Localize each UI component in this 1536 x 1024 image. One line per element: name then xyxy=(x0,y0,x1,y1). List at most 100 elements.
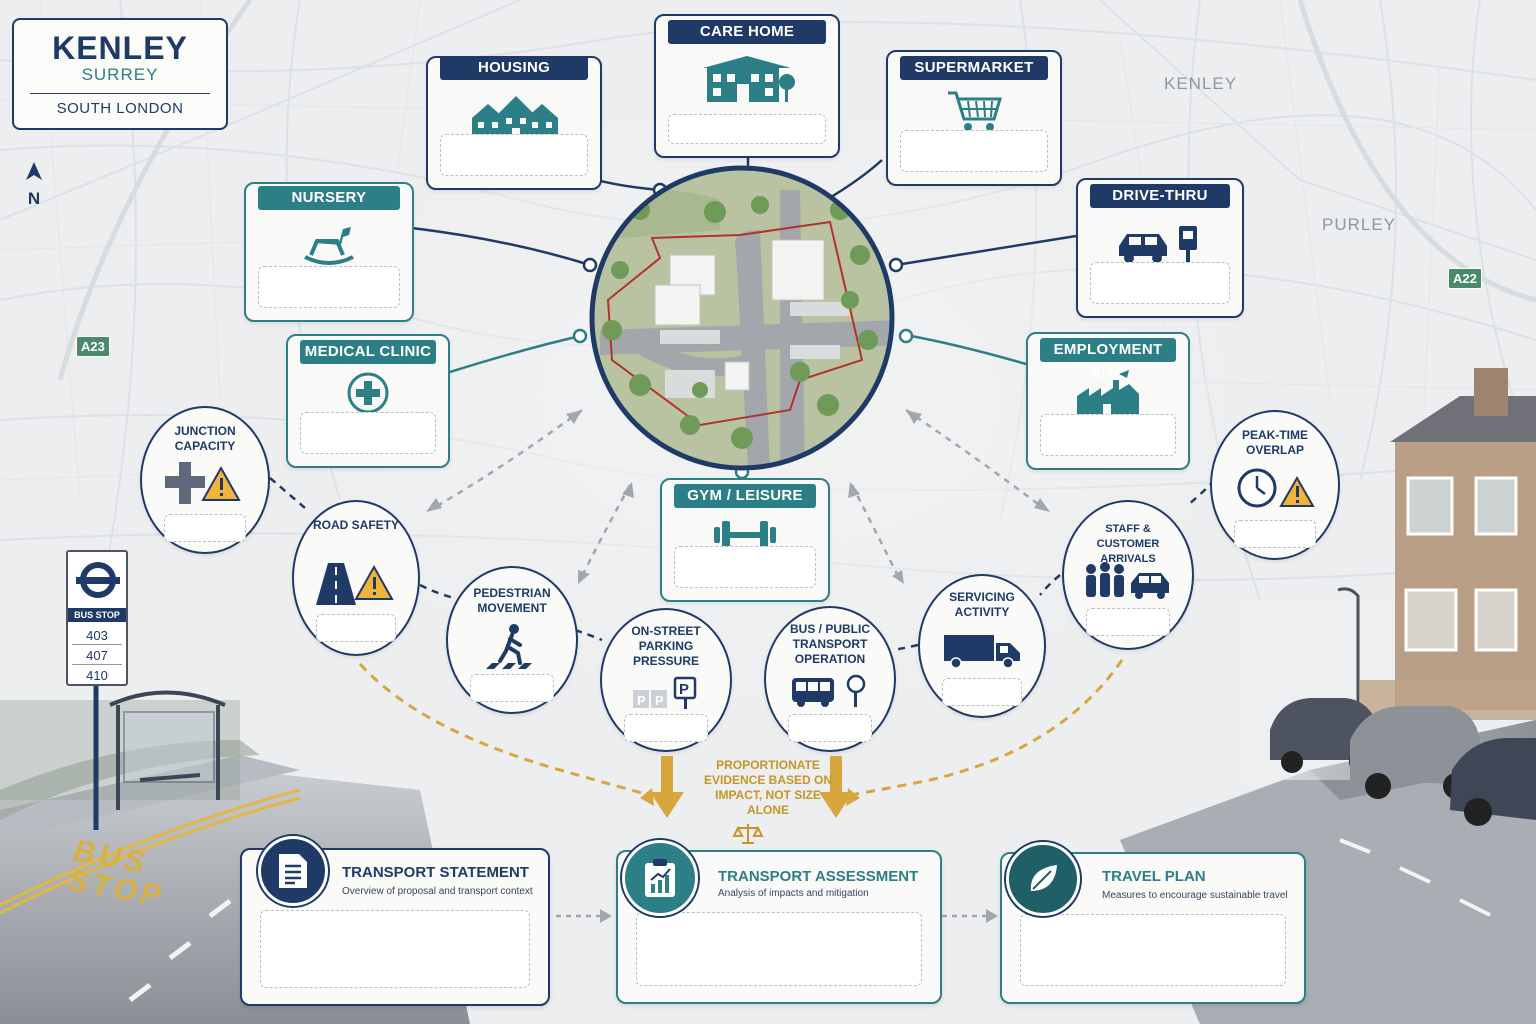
card-employment-site-label: EMPLOYMENT SITE xyxy=(1040,338,1176,382)
north-arrow-icon xyxy=(26,162,42,180)
impact-peak-time-overlap-label: PEAK-TIME OVERLAP xyxy=(1242,428,1308,457)
card-housing[interactable]: HOUSING xyxy=(426,56,602,190)
card-gym-leisure[interactable]: GYM / LEISURE xyxy=(660,478,830,602)
svg-text:P: P xyxy=(679,681,689,698)
svg-text:P: P xyxy=(655,693,664,708)
card-gym-leisure-input[interactable] xyxy=(674,546,816,588)
title-divider xyxy=(30,93,210,94)
proportionate-evidence-note: PROPORTIONATE EVIDENCE BASED ON IMPACT, … xyxy=(703,758,833,817)
card-medical-clinic-label: MEDICAL CLINIC xyxy=(300,340,436,364)
impact-bus-transport[interactable]: BUS / PUBLIC TRANSPORT OPERATION xyxy=(764,606,896,752)
map-label-kenley: KENLEY xyxy=(1164,74,1238,93)
impact-pedestrian-movement-label: PEDESTRIAN MOVEMENT xyxy=(473,586,551,615)
card-supermarket-input[interactable] xyxy=(900,130,1048,172)
impact-bus-transport-label: BUS / PUBLIC TRANSPORT OPERATION xyxy=(789,622,870,666)
bus-route-1: 403 xyxy=(72,626,122,645)
care-home-icon xyxy=(656,54,838,104)
card-care-home-input[interactable] xyxy=(668,114,826,144)
impact-servicing-activity-label: SERVICING ACTIVITY xyxy=(949,590,1015,619)
impact-servicing-activity-input[interactable] xyxy=(942,678,1022,706)
car-kiosk-icon xyxy=(1078,220,1242,270)
impact-road-safety[interactable]: ROAD SAFETY xyxy=(292,500,420,656)
location-county: SURREY xyxy=(81,65,159,84)
bus-stop-sign-label: BUS STOP xyxy=(68,608,126,622)
parking-icon: P P P xyxy=(602,670,730,716)
bus-route-3: 410 xyxy=(86,668,108,683)
rocking-horse-icon xyxy=(246,218,412,268)
card-nursery[interactable]: NURSERY xyxy=(244,182,414,322)
doc-travel-plan[interactable]: TRAVEL PLAN Measures to encourage sustai… xyxy=(1000,852,1306,1004)
roundel-icon xyxy=(76,562,120,598)
impact-on-street-parking-input[interactable] xyxy=(624,714,708,742)
doc-transport-statement-input[interactable] xyxy=(260,910,530,988)
site-plan xyxy=(589,165,895,471)
road-sign-a22: A22 xyxy=(1448,268,1482,289)
card-supermarket[interactable]: SUPERMARKET xyxy=(886,50,1062,186)
doc-transport-assessment-input[interactable] xyxy=(636,912,922,986)
impact-road-safety-input[interactable] xyxy=(316,614,396,642)
doc-travel-plan-input[interactable] xyxy=(1020,914,1286,986)
impact-pedestrian-movement[interactable]: PEDESTRIAN MOVEMENT xyxy=(446,566,578,714)
impact-on-street-parking[interactable]: ON-STREET PARKING PRESSURE P P P xyxy=(600,608,732,752)
clipboard-chart-icon xyxy=(622,840,698,916)
impact-staff-customer-arrivals[interactable]: STAFF & CUSTOMER ARRIVALS xyxy=(1062,500,1194,650)
card-employment-site[interactable]: EMPLOYMENT SITE xyxy=(1026,332,1190,470)
impact-staff-customer-arrivals-label: STAFF & CUSTOMER ARRIVALS xyxy=(1096,523,1160,565)
shopping-cart-icon xyxy=(888,86,1060,136)
impact-on-street-parking-label: ON-STREET PARKING PRESSURE xyxy=(631,624,701,668)
card-drive-thru[interactable]: DRIVE-THRU xyxy=(1076,178,1244,318)
card-housing-input[interactable] xyxy=(440,134,588,176)
impact-pedestrian-movement-input[interactable] xyxy=(470,674,554,702)
card-nursery-label: NURSERY xyxy=(258,186,400,210)
impact-peak-time-overlap[interactable]: PEAK-TIME OVERLAP xyxy=(1210,410,1340,560)
impact-road-safety-label: ROAD SAFETY xyxy=(312,518,399,532)
bus-icon xyxy=(766,668,894,714)
factory-icon xyxy=(1028,368,1188,418)
impact-junction-capacity[interactable]: JUNCTION CAPACITY xyxy=(140,406,270,554)
card-drive-thru-input[interactable] xyxy=(1090,262,1230,304)
doc-transport-statement-desc: Overview of proposal and transport conte… xyxy=(342,886,533,897)
doc-transport-assessment-desc: Analysis of impacts and mitigation xyxy=(718,888,869,899)
junction-warning-icon xyxy=(142,460,268,506)
impact-junction-capacity-label: JUNCTION CAPACITY xyxy=(174,424,236,453)
impact-junction-capacity-input[interactable] xyxy=(164,514,246,542)
road-warning-icon xyxy=(294,560,418,606)
doc-transport-statement[interactable]: TRANSPORT STATEMENT Overview of proposal… xyxy=(240,848,550,1006)
map-label-purley: PURLEY xyxy=(1322,215,1397,234)
delivery-truck-icon xyxy=(920,628,1044,674)
location-title-card: KENLEY SURREY SOUTH LONDON xyxy=(12,18,228,130)
people-car-icon xyxy=(1064,558,1192,604)
doc-transport-statement-title: TRANSPORT STATEMENT xyxy=(342,864,529,881)
impact-staff-customer-arrivals-input[interactable] xyxy=(1086,608,1170,636)
bus-route-2: 407 xyxy=(72,646,122,665)
medical-cross-icon xyxy=(288,368,448,418)
card-care-home[interactable]: CARE HOME xyxy=(654,14,840,158)
card-care-home-label: CARE HOME xyxy=(668,20,826,44)
card-medical-clinic-input[interactable] xyxy=(300,412,436,454)
card-housing-label: HOUSING xyxy=(440,56,588,80)
impact-servicing-activity[interactable]: SERVICING ACTIVITY xyxy=(918,574,1046,718)
location-title: KENLEY xyxy=(52,30,188,66)
bus-stop-sign: BUS STOP 403 407 410 xyxy=(66,550,128,686)
leaf-icon xyxy=(1006,842,1080,916)
north-label: N xyxy=(27,189,41,208)
card-medical-clinic[interactable]: MEDICAL CLINIC xyxy=(286,334,450,468)
doc-travel-plan-desc: Measures to encourage sustainable travel xyxy=(1102,890,1288,901)
svg-text:P: P xyxy=(637,693,646,708)
clock-warning-icon xyxy=(1212,466,1338,512)
location-region: SOUTH LONDON xyxy=(56,100,184,117)
road-sign-a23: A23 xyxy=(76,336,110,357)
card-supermarket-label: SUPERMARKET xyxy=(900,56,1048,80)
dumbbell-icon xyxy=(662,510,828,560)
card-gym-leisure-label: GYM / LEISURE xyxy=(674,484,816,508)
impact-bus-transport-input[interactable] xyxy=(788,714,872,742)
card-nursery-input[interactable] xyxy=(258,266,400,308)
document-icon xyxy=(258,836,328,906)
doc-travel-plan-title: TRAVEL PLAN xyxy=(1102,868,1206,885)
north-arrow: N xyxy=(22,160,46,210)
houses-icon xyxy=(428,92,600,142)
card-drive-thru-label: DRIVE-THRU xyxy=(1090,184,1230,208)
pedestrian-icon xyxy=(448,624,576,670)
card-employment-site-input[interactable] xyxy=(1040,414,1176,456)
impact-peak-time-overlap-input[interactable] xyxy=(1234,520,1316,548)
